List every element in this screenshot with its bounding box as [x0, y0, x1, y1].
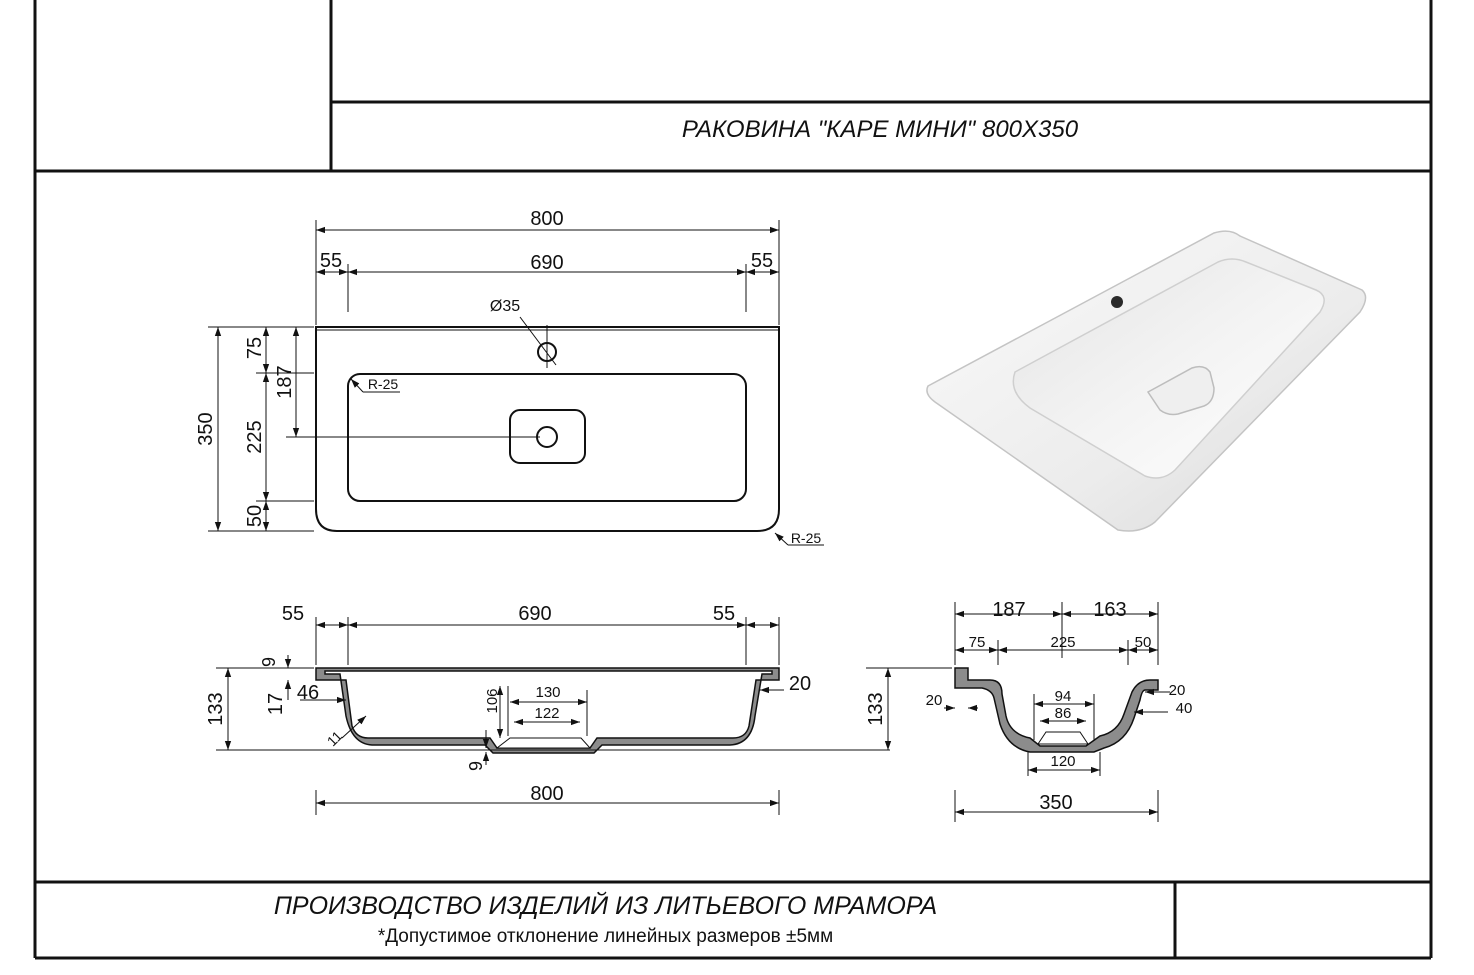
- dim-front-height: 133: [205, 692, 227, 725]
- dim-bowl-depth: 225: [244, 420, 266, 453]
- dim-side-front-margin: 50: [1135, 634, 1152, 651]
- top-view: 800 55 690 55 Ø35 R-25 R-25 350 75 187 2…: [195, 208, 824, 546]
- dim-top-left-margin: 55: [320, 250, 342, 272]
- dim-tap-hole: Ø35: [490, 298, 520, 315]
- dim-side-bowl-depth: 225: [1050, 634, 1075, 651]
- dim-front-rim-thickness: 9: [259, 657, 279, 667]
- sink-3d-render: [926, 230, 1367, 532]
- sink-outline-top: [315, 326, 780, 532]
- dim-depth-total: 350: [195, 412, 217, 445]
- dim-drain-offset: 187: [274, 365, 296, 398]
- side-section-shape: [954, 667, 1159, 753]
- dim-top-bowl-width: 690: [530, 252, 563, 274]
- dim-front-margin: 50: [244, 505, 266, 527]
- dim-front-rim-step: 17: [265, 693, 287, 715]
- dim-top-right-margin: 55: [751, 250, 773, 272]
- dim-side-overall-depth: 350: [1039, 792, 1072, 814]
- dim-side-front-lip: 40: [1176, 700, 1193, 717]
- front-section: 55 690 55 9 17 46 133 11 106 130 122 9 2…: [205, 603, 890, 815]
- dim-back-margin: 75: [244, 337, 266, 359]
- dim-front-margin-right: 55: [713, 603, 735, 625]
- tap-hole-render: [1111, 296, 1123, 308]
- drawing-title: РАКОВИНА "КАРЕ МИНИ" 800X350: [681, 116, 1079, 143]
- tolerance-note: *Допустимое отклонение линейных размеров…: [377, 926, 834, 947]
- dim-side-drain-outer: 94: [1055, 688, 1072, 705]
- drawing-frame: [33, 0, 1433, 960]
- dim-front-bowl-width: 690: [518, 603, 551, 625]
- dim-inner-radius: R-25: [368, 376, 399, 392]
- dim-side-back-wall: 20: [926, 692, 943, 709]
- dim-front-rim-width: 46: [297, 682, 319, 704]
- dim-front-wall: 11: [324, 728, 346, 750]
- dim-side-drain-base: 120: [1050, 753, 1075, 770]
- dim-front-margin-left: 55: [282, 603, 304, 625]
- dim-outer-radius: R-25: [791, 530, 822, 546]
- dim-front-drain-outer: 130: [535, 684, 560, 701]
- dim-side-drain-inner: 86: [1055, 705, 1072, 722]
- company-name: ПРОИЗВОДСТВО ИЗДЕЛИЙ ИЗ ЛИТЬЕВОГО МРАМОР…: [273, 892, 938, 920]
- side-section: 187 163 75 225 50 133 20 94 86 20 40 120…: [865, 599, 1192, 822]
- dim-front-drain-inner: 122: [534, 705, 559, 722]
- dim-side-back-margin: 75: [969, 634, 986, 651]
- dim-side-front-wall: 20: [1169, 682, 1186, 699]
- dim-side-drain-to-front: 163: [1093, 599, 1126, 621]
- dim-front-bottom-thickness: 9: [466, 761, 486, 771]
- dim-front-bowl-height: 106: [484, 688, 501, 713]
- dim-side-height: 133: [865, 692, 887, 725]
- dim-front-edge-thickness: 20: [789, 673, 811, 695]
- dim-top-overall-width: 800: [530, 208, 563, 230]
- dim-front-overall-width: 800: [530, 783, 563, 805]
- dim-side-back-to-drain: 187: [992, 599, 1025, 621]
